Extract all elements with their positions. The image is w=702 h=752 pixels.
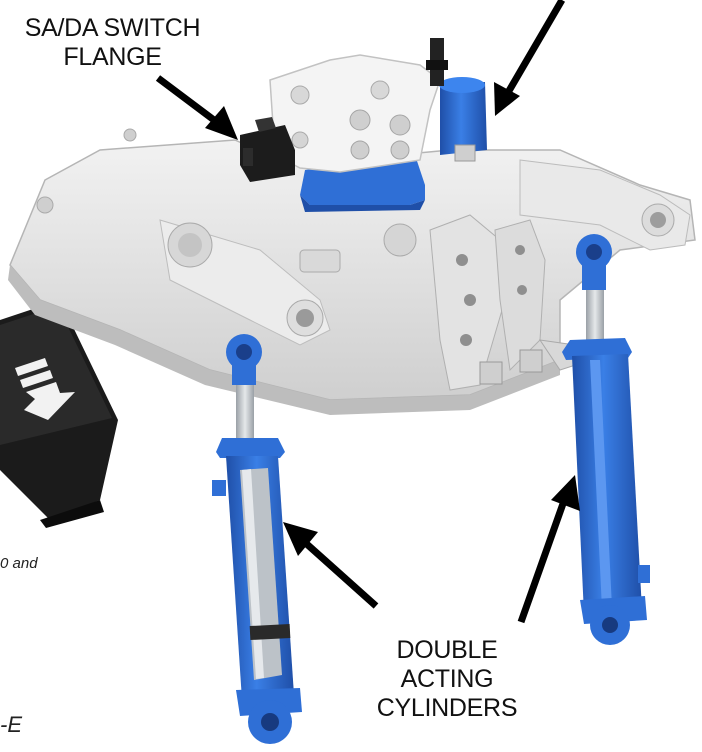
cylinders-label-line-1: DOUBLE xyxy=(396,636,498,664)
left-caption-fragment: 0 and xyxy=(0,555,38,572)
rocker-switch xyxy=(0,300,118,528)
valve-block xyxy=(269,54,441,212)
pointer-arrows xyxy=(155,0,580,624)
right-cylinder xyxy=(562,234,650,645)
arrow-to-switch-flange xyxy=(155,75,238,140)
left-cylinder xyxy=(212,334,302,744)
switch-flange-label-line-2: FLANGE xyxy=(63,43,162,71)
arrow-to-left-cylinder xyxy=(283,522,379,609)
rocker-switch-arrow-icon xyxy=(15,358,75,420)
cylinders-label-line-3: CYLINDERS xyxy=(376,694,518,722)
arrow-to-right-cylinder xyxy=(517,475,580,624)
left-bottom-fragment: -E xyxy=(0,712,22,737)
cylinders-label: DOUBLE ACTING CYLINDERS xyxy=(352,636,542,723)
arrow-to-solenoid xyxy=(494,0,566,116)
switch-flange-label-line-1: SA/DA SWITCH xyxy=(24,14,201,42)
cylinders-label-line-2: ACTING xyxy=(400,665,494,693)
blue-solenoid xyxy=(426,38,487,162)
switch-flange-connector xyxy=(240,117,295,182)
switch-flange-label: SA/DA SWITCH FLANGE xyxy=(10,14,215,72)
